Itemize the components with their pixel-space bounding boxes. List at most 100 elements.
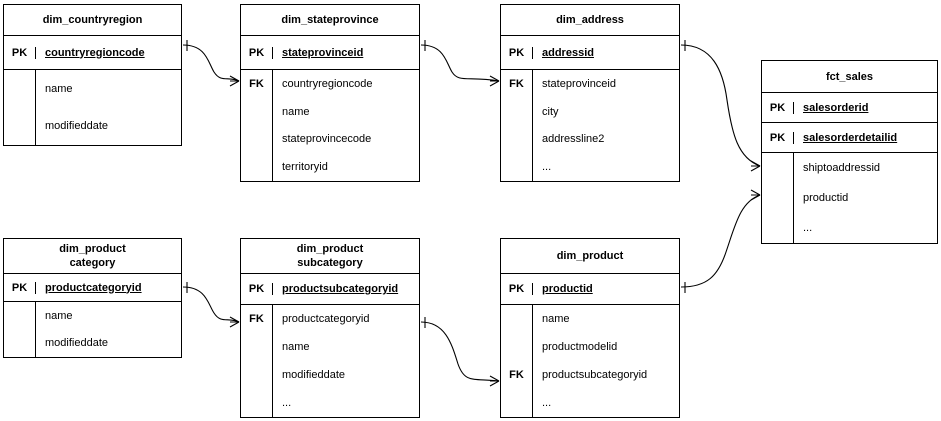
attribute-name-column: name productmodelid productsubcategoryid… bbox=[533, 305, 679, 417]
attribute-name: ... bbox=[542, 397, 552, 409]
attribute-name: productsubcategoryid bbox=[542, 369, 648, 381]
attribute-key: FK bbox=[249, 77, 264, 90]
attribute-block: name modifieddate bbox=[4, 302, 181, 357]
entity-dim-productsubcategory[interactable]: dim_product subcategory PK productsubcat… bbox=[240, 238, 420, 418]
entity-title: dim_product bbox=[501, 239, 679, 274]
attribute-key bbox=[241, 389, 272, 417]
attribute-name-column: stateprovinceid city addressline2 ... bbox=[533, 70, 679, 181]
edge-productcategory-to-subcategory bbox=[182, 282, 240, 328]
attribute-name: modifieddate bbox=[282, 369, 345, 381]
attribute-key-column bbox=[4, 70, 36, 145]
entity-title: dim_countryregion bbox=[4, 5, 181, 36]
attribute-key-column bbox=[762, 153, 794, 243]
attribute-block: name modifieddate bbox=[4, 70, 181, 145]
attribute-block: FK stateprovinceid city addressline2 ... bbox=[501, 70, 679, 181]
key-badge: PK bbox=[762, 101, 794, 114]
edge-countryregion-to-stateprovince bbox=[182, 40, 240, 87]
entity-dim-countryregion[interactable]: dim_countryregion PK countryregioncode n… bbox=[3, 4, 182, 146]
key-row[interactable]: PK productsubcategoryid bbox=[241, 274, 419, 305]
attribute-key bbox=[762, 153, 793, 183]
attribute-key bbox=[762, 183, 793, 213]
attribute-name: name bbox=[282, 341, 310, 353]
column-name: productid bbox=[542, 283, 593, 295]
attribute-key bbox=[241, 126, 272, 154]
attribute-key: FK bbox=[509, 77, 524, 90]
attribute-key bbox=[4, 302, 35, 330]
attribute-key bbox=[4, 108, 35, 146]
attribute-name-column: name modifieddate bbox=[36, 302, 181, 357]
column-name: productcategoryid bbox=[45, 281, 142, 294]
attribute-key bbox=[241, 333, 272, 361]
entity-dim-productcategory[interactable]: dim_product category PK productcategoryi… bbox=[3, 238, 182, 358]
entity-dim-stateprovince[interactable]: dim_stateprovince PK stateprovinceid FK … bbox=[240, 4, 420, 182]
key-row[interactable]: PK productcategoryid bbox=[4, 274, 181, 302]
attribute-block: shiptoaddressid productid ... bbox=[762, 153, 937, 243]
entity-title: fct_sales bbox=[762, 61, 937, 93]
attribute-name: name bbox=[45, 309, 73, 322]
attribute-key bbox=[501, 333, 532, 361]
key-row[interactable]: PK addressid bbox=[501, 36, 679, 70]
entity-dim-address[interactable]: dim_address PK addressid FK stateprovinc… bbox=[500, 4, 680, 182]
attribute-key-column: FK bbox=[501, 305, 533, 417]
attribute-block: FK countryregioncode name stateprovincec… bbox=[241, 70, 419, 181]
entity-fct-sales[interactable]: fct_sales PK salesorderid PK salesorderd… bbox=[761, 60, 938, 244]
key-badge: PK bbox=[241, 46, 273, 59]
edge-product-to-fctsales bbox=[680, 189, 761, 293]
entity-rows: PK salesorderid PK salesorderdetailid bbox=[762, 93, 937, 243]
attribute-name: productid bbox=[803, 191, 849, 204]
column-name: productsubcategoryid bbox=[282, 283, 399, 295]
column-name: countryregioncode bbox=[45, 46, 145, 59]
attribute-key-column bbox=[4, 302, 36, 357]
attribute-name: productmodelid bbox=[542, 341, 618, 353]
key-row[interactable]: PK productid bbox=[501, 274, 679, 305]
attribute-name: modifieddate bbox=[45, 337, 108, 350]
column-name: salesorderdetailid bbox=[803, 131, 898, 144]
attribute-name: city bbox=[542, 105, 559, 118]
attribute-name: name bbox=[542, 313, 570, 325]
entity-rows: PK productcategoryid name modifieddate bbox=[4, 274, 181, 357]
entity-title: dim_address bbox=[501, 5, 679, 36]
column-name: salesorderid bbox=[803, 101, 869, 114]
entity-rows: PK stateprovinceid FK countryregioncode … bbox=[241, 36, 419, 181]
attribute-key: FK bbox=[509, 369, 524, 381]
attribute-key bbox=[241, 153, 272, 181]
attribute-key-column: FK bbox=[241, 70, 273, 181]
attribute-key bbox=[501, 98, 532, 126]
attribute-key bbox=[501, 389, 532, 417]
entity-title: dim_product subcategory bbox=[241, 239, 419, 274]
attribute-name: territoryid bbox=[282, 161, 328, 174]
entity-dim-product[interactable]: dim_product PK productid FK name product… bbox=[500, 238, 680, 418]
attribute-key bbox=[501, 153, 532, 181]
attribute-block: FK name productmodelid productsubcategor… bbox=[501, 305, 679, 417]
key-badge: PK bbox=[241, 283, 273, 295]
attribute-name: stateprovincecode bbox=[282, 133, 372, 146]
key-row[interactable]: PK salesorderdetailid bbox=[762, 123, 937, 153]
key-row[interactable]: PK countryregioncode bbox=[4, 36, 181, 70]
attribute-name: modifieddate bbox=[45, 120, 108, 133]
edge-stateprovince-to-address bbox=[420, 40, 500, 87]
attribute-name: countryregioncode bbox=[282, 77, 373, 90]
attribute-key bbox=[4, 70, 35, 108]
column-name: addressid bbox=[542, 46, 594, 59]
attribute-key: FK bbox=[249, 313, 264, 325]
attribute-key bbox=[501, 305, 532, 333]
attribute-name-column: countryregioncode name stateprovincecode… bbox=[273, 70, 419, 181]
attribute-key-column: FK bbox=[241, 305, 273, 417]
attribute-name: name bbox=[282, 105, 310, 118]
entity-rows: PK countryregioncode name modifieddate bbox=[4, 36, 181, 145]
key-badge: PK bbox=[501, 46, 533, 59]
column-name: stateprovinceid bbox=[282, 46, 364, 59]
key-row[interactable]: PK salesorderid bbox=[762, 93, 937, 123]
attribute-key bbox=[241, 361, 272, 389]
key-row[interactable]: PK stateprovinceid bbox=[241, 36, 419, 70]
key-badge: PK bbox=[4, 281, 36, 294]
attribute-name: addressline2 bbox=[542, 133, 605, 146]
entity-title: dim_stateprovince bbox=[241, 5, 419, 36]
entity-rows: PK productsubcategoryid FK productcatego… bbox=[241, 274, 419, 417]
attribute-key bbox=[501, 126, 532, 154]
attribute-name-column: productcategoryid name modifieddate ... bbox=[273, 305, 419, 417]
edge-address-to-fctsales bbox=[680, 40, 761, 172]
attribute-name: ... bbox=[282, 397, 292, 409]
attribute-key bbox=[4, 330, 35, 358]
